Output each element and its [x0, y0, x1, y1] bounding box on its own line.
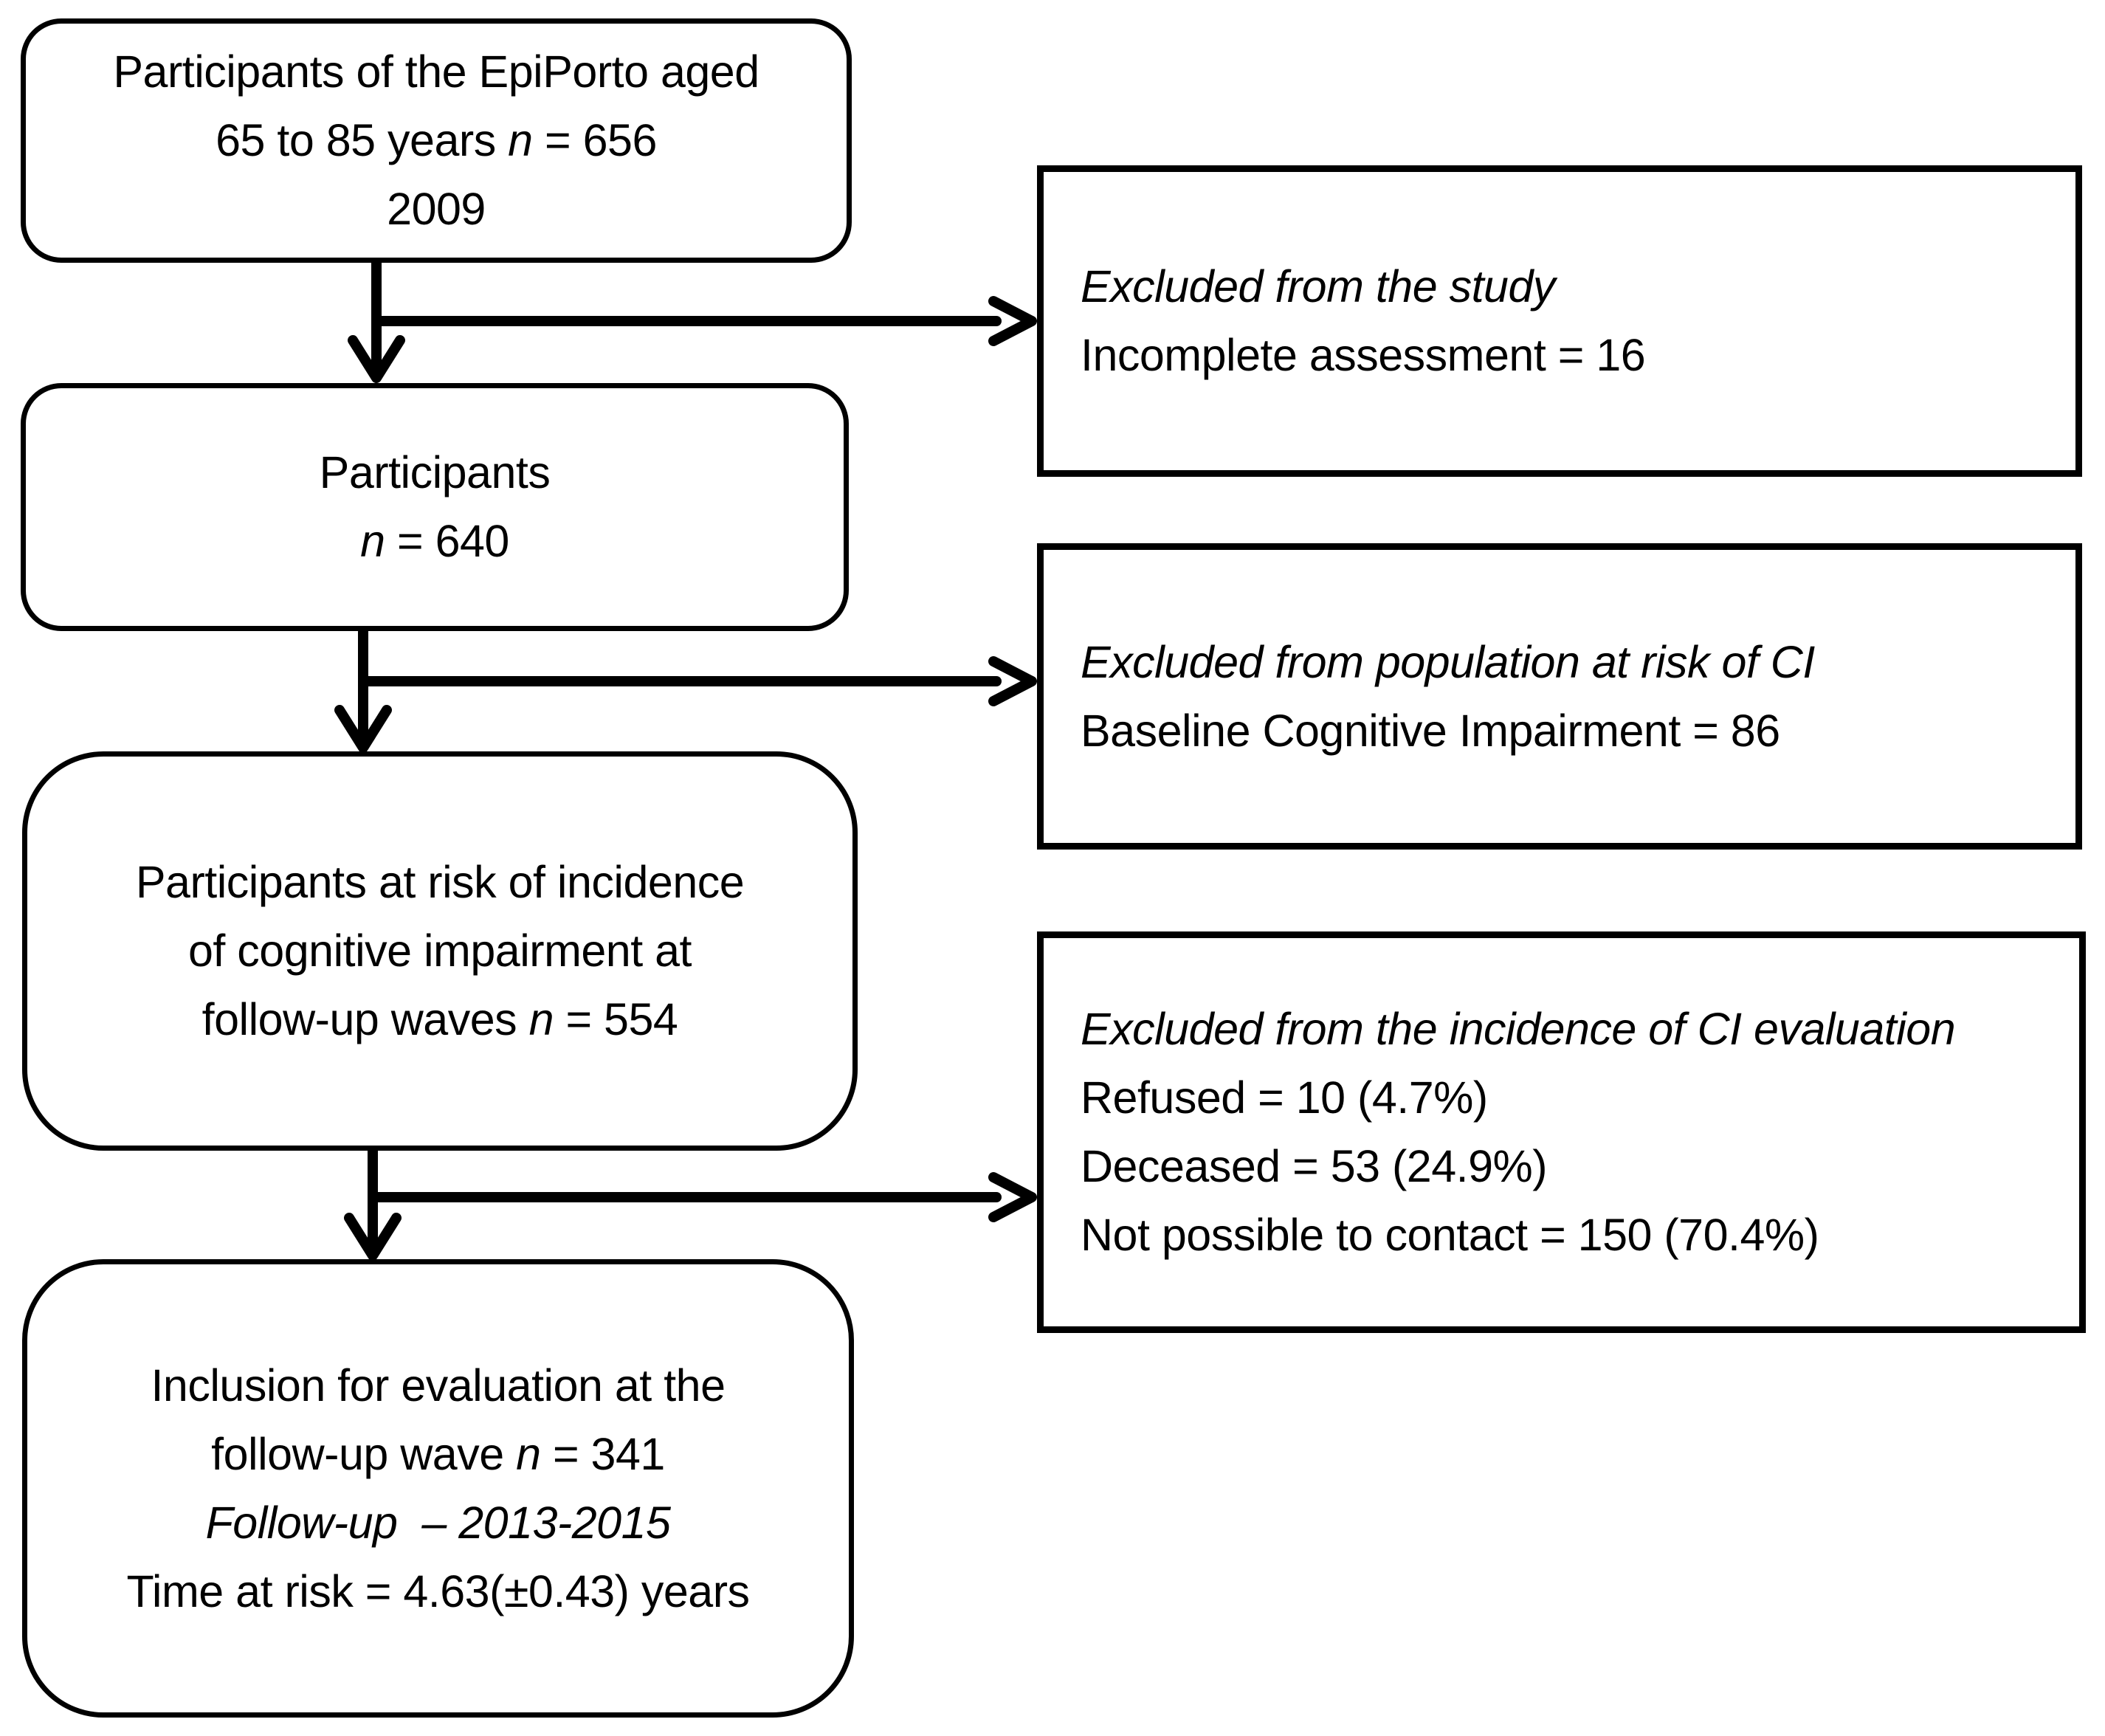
arrow-head	[344, 1213, 402, 1261]
text-run-italic-n: n	[516, 1428, 541, 1479]
text-run-italic-n: n	[360, 516, 385, 566]
arrow-head	[334, 705, 392, 753]
text-line-followup-period: Follow-up – 2013-2015	[206, 1489, 671, 1557]
arrow-branch-excluded-study	[371, 296, 1037, 346]
text-run: Deceased = 53 (24.9%)	[1081, 1141, 1548, 1191]
text-run: Excluded from population at risk of CI	[1081, 636, 1815, 687]
text-line: Baseline Cognitive Impairment = 86	[1081, 697, 1780, 765]
text-line: Participants of the EpiPorto aged	[113, 38, 759, 106]
text-run: Baseline Cognitive Impairment = 86	[1081, 705, 1780, 756]
text-run: Follow-up – 2013-2015	[205, 1497, 671, 1548]
text-run: 2009	[387, 184, 486, 234]
arrow-branch-excluded-incidence	[368, 1172, 1037, 1222]
text-run: follow-up waves	[201, 994, 529, 1044]
text-line: Deceased = 53 (24.9%)	[1081, 1132, 1548, 1201]
box-excluded-study: Excluded from the study Incomplete asses…	[1037, 165, 2082, 477]
excluded-title: Excluded from population at risk of CI	[1081, 628, 1815, 697]
text-line: Participants	[320, 438, 551, 507]
arrow-head	[348, 335, 405, 383]
text-run: = 656	[532, 115, 657, 165]
arrow-participants-to-at-risk	[334, 627, 392, 753]
text-line: of cognitive impairment at	[188, 917, 692, 985]
text-line: Participants at risk of incidence	[135, 848, 745, 917]
text-line: Not possible to contact = 150 (70.4%)	[1081, 1201, 1819, 1270]
text-run: Not possible to contact = 150 (70.4%)	[1081, 1210, 1819, 1260]
text-run: Participants	[319, 447, 551, 497]
text-line: n = 640	[360, 507, 509, 576]
arrow-head	[988, 656, 1037, 706]
text-run: Time at risk = 4.63(±0.43) years	[126, 1566, 750, 1616]
box-inclusion-341: Inclusion for evaluation at the follow-u…	[22, 1259, 854, 1718]
box-participants-640: Participants n = 640	[21, 383, 849, 631]
box-excluded-at-risk: Excluded from population at risk of CI B…	[1037, 543, 2082, 850]
text-line: Incomplete assessment = 16	[1081, 321, 1646, 390]
text-run: of cognitive impairment at	[187, 926, 692, 976]
text-line: Refused = 10 (4.7%)	[1081, 1064, 1488, 1132]
text-run: = 640	[385, 516, 509, 566]
text-line: Inclusion for evaluation at the	[151, 1351, 726, 1420]
excluded-title: Excluded from the incidence of CI evalua…	[1081, 995, 1956, 1064]
arrow-branch-excluded-at-risk	[358, 656, 1037, 706]
text-run: Refused = 10 (4.7%)	[1081, 1072, 1488, 1123]
box-epiporto-cohort: Participants of the EpiPorto aged 65 to …	[21, 18, 852, 263]
text-run: Incomplete assessment = 16	[1081, 330, 1646, 380]
text-run: = 341	[540, 1428, 665, 1479]
text-run: = 554	[554, 994, 678, 1044]
text-run-italic-n: n	[528, 994, 554, 1044]
text-run: 65 to 85 years	[216, 115, 509, 165]
text-run: Excluded from the incidence of CI evalua…	[1081, 1004, 1956, 1054]
text-run: Participants of the EpiPorto aged	[113, 46, 759, 97]
text-line: follow-up wave n = 341	[211, 1420, 665, 1489]
text-run: follow-up wave	[211, 1428, 517, 1479]
arrow-head	[988, 296, 1037, 346]
text-run: Excluded from the study	[1081, 261, 1555, 311]
text-line: follow-up waves n = 554	[202, 985, 678, 1054]
text-line: Time at risk = 4.63(±0.43) years	[126, 1557, 750, 1626]
text-run-italic-n: n	[508, 115, 533, 165]
box-at-risk-554: Participants at risk of incidence of cog…	[22, 751, 858, 1151]
box-excluded-incidence-evaluation: Excluded from the incidence of CI evalua…	[1037, 931, 2086, 1333]
arrow-at-risk-to-inclusion	[344, 1145, 402, 1261]
text-run: Participants at risk of incidence	[135, 857, 745, 907]
text-line: 2009	[387, 175, 486, 244]
text-run: Inclusion for evaluation at the	[151, 1360, 726, 1410]
excluded-title: Excluded from the study	[1081, 252, 1555, 321]
text-line: 65 to 85 years n = 656	[216, 106, 657, 175]
arrow-head	[988, 1172, 1037, 1222]
